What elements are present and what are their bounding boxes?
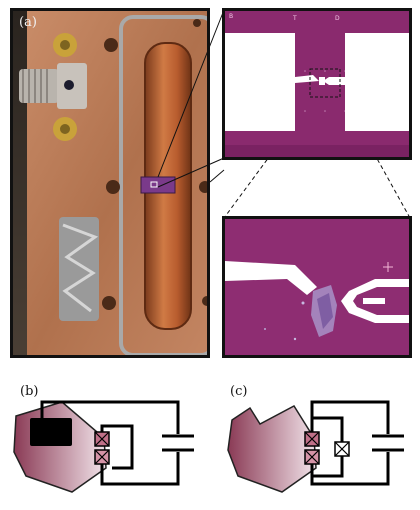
chip-inset: B T D	[222, 8, 412, 160]
junction-closeup	[225, 219, 409, 355]
panel-b-label: (b)	[20, 384, 39, 399]
gate-electrode	[30, 418, 72, 446]
junction-lower	[94, 449, 110, 465]
flake-shape	[227, 405, 317, 493]
junction-inset	[222, 216, 412, 358]
marker-d: D	[335, 15, 340, 22]
circuit-c	[227, 400, 404, 493]
panel-a-label: (a)	[19, 15, 37, 30]
chip-layout	[225, 11, 409, 157]
flake-shape	[13, 401, 107, 493]
marker-b: B	[229, 13, 234, 20]
marker-t: T	[293, 15, 297, 22]
junction-upper	[94, 431, 110, 447]
panel-c-label: (c)	[230, 384, 248, 399]
circuit-b	[13, 400, 194, 493]
junction-lower	[304, 449, 320, 465]
cavity-photo: (a)	[10, 8, 210, 358]
junction-upper	[304, 431, 320, 447]
junction-extra	[334, 441, 350, 457]
cavity-illustration	[13, 11, 207, 355]
